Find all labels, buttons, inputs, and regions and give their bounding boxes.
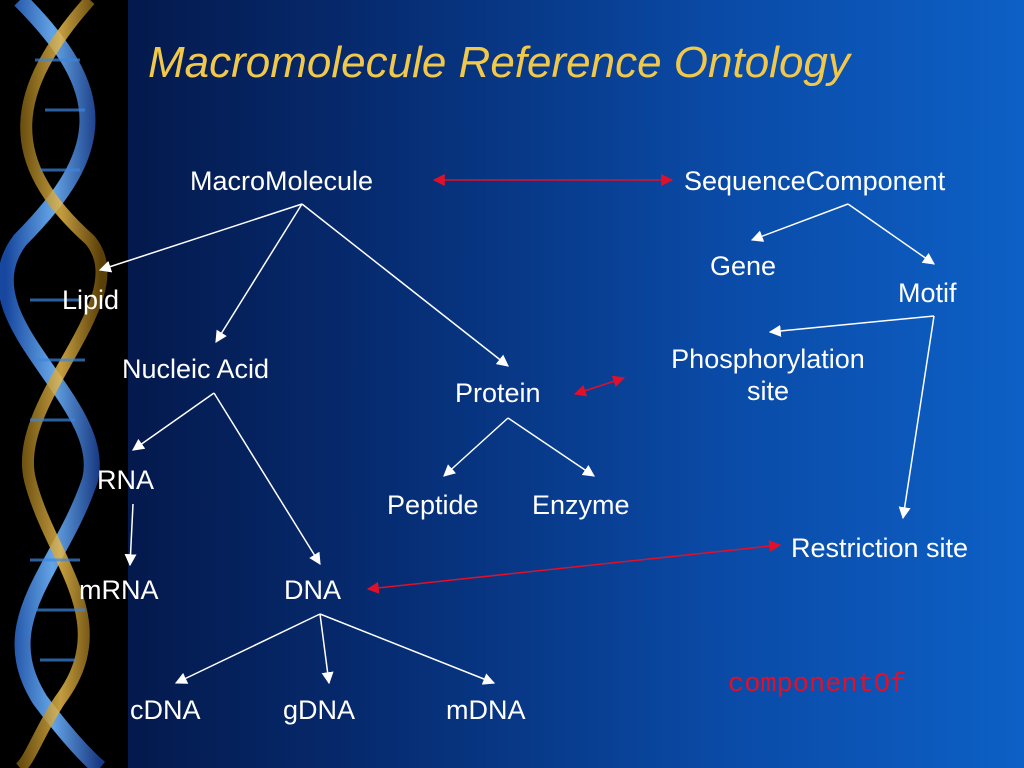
edge-dna-cdna — [174, 613, 321, 684]
dna-helix-graphic — [0, 0, 108, 768]
node-macromolecule: MacroMolecule — [190, 166, 374, 196]
slide-title: Macromolecule Reference Ontology — [148, 38, 850, 87]
node-sequence-component: SequenceComponent — [684, 166, 946, 196]
node-gene: Gene — [710, 251, 777, 281]
edge-motif-phosphorylation-site — [768, 315, 935, 337]
edge-macromolecule-nucleic-acid — [215, 203, 303, 344]
node-phosphorylation-site: Phosphorylation site — [646, 343, 890, 408]
edge-macromolecule-lipid — [98, 203, 303, 273]
edge-restriction-site-dna — [366, 540, 782, 594]
node-phosphorylation-site-line2: site — [746, 376, 790, 407]
edge-dna-mdna — [319, 613, 496, 685]
edge-macromolecule-protein — [301, 203, 509, 367]
node-dna: DNA — [284, 575, 342, 605]
legend-component-of: componentOf — [728, 670, 907, 700]
node-enzyme: Enzyme — [532, 490, 630, 520]
node-gdna: gDNA — [283, 695, 356, 725]
node-phosphorylation-site-line1: Phosphorylation — [671, 344, 865, 374]
node-peptide: Peptide — [387, 490, 479, 520]
edge-nucleic-acid-rna — [132, 392, 215, 451]
edge-sequence-component-motif — [847, 203, 935, 265]
edge-nucleic-acid-dna — [213, 392, 321, 566]
edge-protein-phosphorylation-site — [573, 375, 626, 397]
node-restriction-site: Restriction site — [791, 533, 969, 563]
dna-helix-image — [0, 0, 128, 768]
edge-rna-mrna — [124, 503, 137, 567]
node-motif: Motif — [898, 278, 957, 308]
subclass-edges — [98, 203, 935, 685]
component-of-edges — [366, 174, 782, 594]
edge-motif-restriction-site — [898, 315, 935, 520]
node-nucleic-acid: Nucleic Acid — [122, 354, 270, 384]
node-rna: RNA — [97, 465, 155, 495]
edge-sequence-component-gene — [750, 203, 849, 242]
node-protein: Protein — [455, 378, 541, 408]
node-cdna: cDNA — [130, 695, 201, 725]
edge-protein-enzyme — [507, 417, 595, 477]
edge-dna-gdna — [319, 613, 334, 685]
node-mrna: mRNA — [79, 575, 159, 605]
node-lipid: Lipid — [62, 285, 120, 315]
edge-protein-peptide — [443, 417, 509, 477]
node-mdna: mDNA — [446, 695, 526, 725]
